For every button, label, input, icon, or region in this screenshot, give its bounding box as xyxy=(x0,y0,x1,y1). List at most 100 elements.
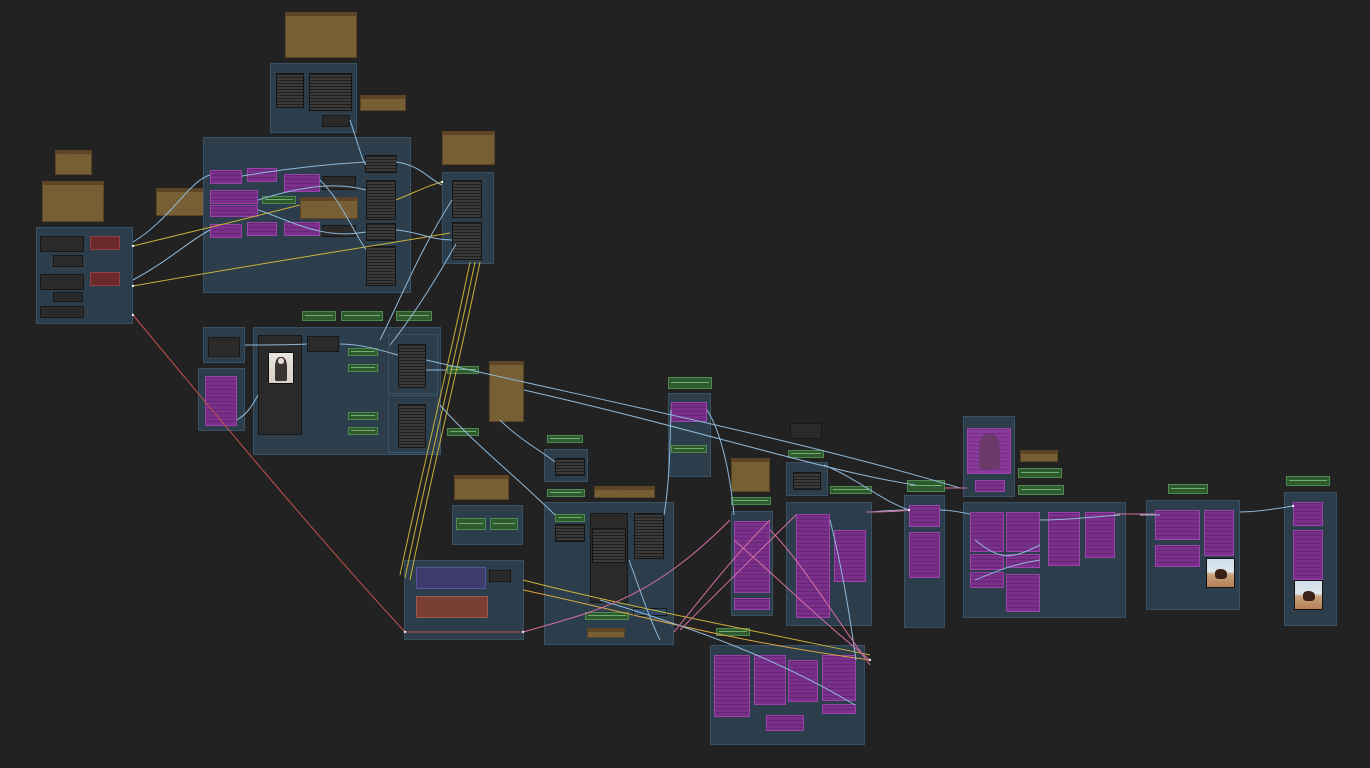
note-card[interactable] xyxy=(587,628,625,638)
prompt-widget[interactable] xyxy=(970,554,1004,570)
prompt-widget[interactable] xyxy=(788,660,818,702)
prompt-widget[interactable] xyxy=(1048,512,1080,566)
loader-node[interactable] xyxy=(40,236,84,252)
note-card[interactable] xyxy=(731,458,770,492)
prompt-widget[interactable] xyxy=(284,222,320,236)
text-node[interactable] xyxy=(793,472,821,490)
value-widget[interactable] xyxy=(262,196,296,204)
lora-node[interactable] xyxy=(90,272,120,286)
value-widget[interactable] xyxy=(671,445,707,453)
note-card[interactable] xyxy=(42,181,104,222)
value-widget[interactable] xyxy=(716,628,750,636)
prompt-widget[interactable] xyxy=(1293,502,1323,526)
note-card[interactable] xyxy=(489,361,524,422)
prompt-widget[interactable] xyxy=(970,572,1004,588)
note-card[interactable] xyxy=(454,475,509,500)
value-widget[interactable] xyxy=(547,435,583,443)
text-node[interactable] xyxy=(366,223,396,241)
prompt-widget[interactable] xyxy=(834,530,866,582)
text-node[interactable] xyxy=(365,155,397,173)
loader-node[interactable] xyxy=(53,292,83,302)
prompt-widget[interactable] xyxy=(970,512,1004,552)
text-node[interactable] xyxy=(366,246,396,286)
prompt-widget[interactable] xyxy=(1006,512,1040,552)
prompt-widget[interactable] xyxy=(247,222,277,236)
prompt-widget[interactable] xyxy=(796,514,830,618)
image-node[interactable] xyxy=(258,335,302,435)
text-node[interactable] xyxy=(452,180,482,218)
prompt-widget[interactable] xyxy=(1006,574,1040,612)
prompt-widget[interactable] xyxy=(1085,512,1115,558)
small-node[interactable] xyxy=(322,225,356,237)
value-widget[interactable] xyxy=(348,348,378,356)
value-widget[interactable] xyxy=(341,311,383,321)
prompt-widget[interactable] xyxy=(210,205,258,217)
text-node[interactable] xyxy=(276,73,304,108)
value-widget[interactable] xyxy=(447,366,479,374)
value-widget[interactable] xyxy=(1018,485,1064,495)
value-widget[interactable] xyxy=(1168,484,1208,494)
value-widget[interactable] xyxy=(456,518,486,530)
text-node[interactable] xyxy=(398,344,426,388)
prompt-widget[interactable] xyxy=(284,174,320,192)
conditioning-node[interactable] xyxy=(416,567,486,589)
value-widget[interactable] xyxy=(788,450,824,458)
prompt-widget[interactable] xyxy=(822,704,856,714)
conditioning-node[interactable] xyxy=(416,596,488,618)
image-preview[interactable] xyxy=(967,428,1011,474)
value-widget[interactable] xyxy=(396,311,432,321)
prompt-widget[interactable] xyxy=(714,655,750,717)
prompt-widget[interactable] xyxy=(210,190,258,204)
prompt-widget[interactable] xyxy=(210,170,242,184)
prompt-widget[interactable] xyxy=(975,480,1005,492)
note-card[interactable] xyxy=(156,188,208,216)
prompt-widget[interactable] xyxy=(1204,510,1234,556)
note-card[interactable] xyxy=(1020,450,1058,462)
value-widget[interactable] xyxy=(447,428,479,436)
value-widget[interactable] xyxy=(668,377,712,389)
note-card[interactable] xyxy=(442,131,495,165)
text-node[interactable] xyxy=(309,73,352,111)
text-node[interactable] xyxy=(555,458,585,476)
value-widget[interactable] xyxy=(547,489,585,497)
lora-node[interactable] xyxy=(90,236,120,250)
small-node[interactable] xyxy=(489,570,511,582)
value-widget[interactable] xyxy=(348,427,378,435)
prompt-widget[interactable] xyxy=(766,715,804,731)
value-widget[interactable] xyxy=(1286,476,1330,486)
small-node[interactable] xyxy=(322,115,350,127)
small-node[interactable] xyxy=(322,176,356,190)
small-node[interactable] xyxy=(633,608,667,616)
value-widget[interactable] xyxy=(555,514,585,522)
value-widget[interactable] xyxy=(585,612,629,620)
prompt-widget[interactable] xyxy=(909,532,940,578)
text-node[interactable] xyxy=(452,222,482,260)
prompt-widget[interactable] xyxy=(734,521,770,593)
prompt-widget[interactable] xyxy=(1293,530,1323,580)
small-node[interactable] xyxy=(790,423,822,439)
prompt-widget[interactable] xyxy=(734,598,770,610)
loader-node[interactable] xyxy=(40,274,84,290)
note-card[interactable] xyxy=(55,150,92,175)
note-card[interactable] xyxy=(360,95,406,111)
value-widget[interactable] xyxy=(302,311,336,321)
value-widget[interactable] xyxy=(348,364,378,372)
value-widget[interactable] xyxy=(731,497,771,505)
prompt-widget[interactable] xyxy=(754,655,786,705)
text-node[interactable] xyxy=(398,404,426,448)
value-widget[interactable] xyxy=(907,480,945,492)
text-node[interactable] xyxy=(555,524,585,542)
text-node[interactable] xyxy=(366,180,396,220)
prompt-widget[interactable] xyxy=(205,376,237,426)
prompt-widget[interactable] xyxy=(822,655,856,701)
note-card[interactable] xyxy=(300,197,358,219)
value-widget[interactable] xyxy=(1018,468,1062,478)
prompt-widget[interactable] xyxy=(909,505,940,527)
value-widget[interactable] xyxy=(830,486,872,494)
prompt-widget[interactable] xyxy=(247,168,277,182)
loader-node[interactable] xyxy=(40,306,84,318)
prompt-widget[interactable] xyxy=(1006,554,1040,568)
small-node[interactable] xyxy=(208,337,240,357)
value-widget[interactable] xyxy=(490,518,518,530)
